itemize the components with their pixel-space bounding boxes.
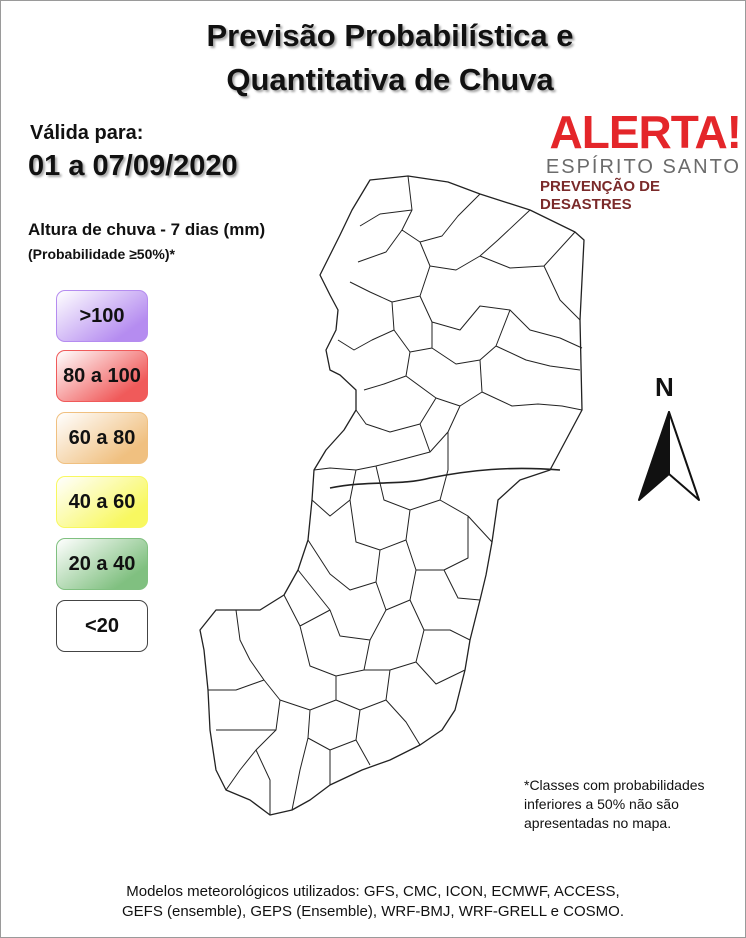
legend-class-20-40: 20 a 40 xyxy=(56,538,148,590)
logo-main-text: ALERTA! xyxy=(549,106,742,158)
doce-river xyxy=(329,467,561,489)
legend-class-label: >100 xyxy=(79,304,125,327)
logo-subtitle-text: PREVENÇÃO DE DESASTRES xyxy=(540,178,661,213)
legend-class-80-100: 80 a 100 xyxy=(56,350,148,402)
north-label: N xyxy=(655,372,674,402)
validity-date-range: 01 a 07/09/2020 xyxy=(28,150,238,182)
alerta-logo: ALERTA! ESPÍRITO SANTO PREVENÇÃO DE DESA… xyxy=(540,106,745,213)
legend-class-label: 80 a 100 xyxy=(63,364,141,387)
legend-class-label: <20 xyxy=(85,614,119,637)
legend-class-60-80: 60 a 80 xyxy=(56,412,148,464)
north-arrow-icon xyxy=(638,411,700,501)
state-outline xyxy=(199,175,585,816)
legend-class-over-100: >100 xyxy=(56,290,148,342)
legend-class-label: 20 a 40 xyxy=(68,552,136,575)
models-footer-line1: Modelos meteorológicos utilizados: GFS, … xyxy=(126,883,620,900)
footnote: *Classes com probabilidades inferiores a… xyxy=(524,776,744,833)
map-title-line1: Previsão Probabilística e xyxy=(206,18,574,53)
map-title-line2: Quantitativa de Chuva xyxy=(226,62,554,97)
legend-subtitle: (Probabilidade ≥50%)* xyxy=(28,246,175,262)
espirito-santo-map xyxy=(199,175,585,816)
footnote-line3: apresentadas no mapa. xyxy=(524,815,672,831)
models-footer: Modelos meteorológicos utilizados: GFS, … xyxy=(0,882,746,922)
legend-class-40-60: 40 a 60 xyxy=(56,476,148,528)
legend-title: Altura de chuva - 7 dias (mm) xyxy=(28,220,266,239)
legend-class-label: 40 a 60 xyxy=(68,490,136,513)
logo-state-text: ESPÍRITO SANTO xyxy=(545,156,741,178)
legend-class-label: 60 a 80 xyxy=(68,426,136,449)
validity-label: Válida para: xyxy=(30,122,144,144)
municipal-boundaries xyxy=(208,175,583,815)
footnote-line1: *Classes com probabilidades xyxy=(524,777,705,793)
footnote-line2: inferiores a 50% não são xyxy=(524,796,679,812)
legend-class-under-20: <20 xyxy=(56,600,148,652)
models-footer-line2: GEFS (ensemble), GEPS (Ensemble), WRF-BM… xyxy=(121,903,625,920)
